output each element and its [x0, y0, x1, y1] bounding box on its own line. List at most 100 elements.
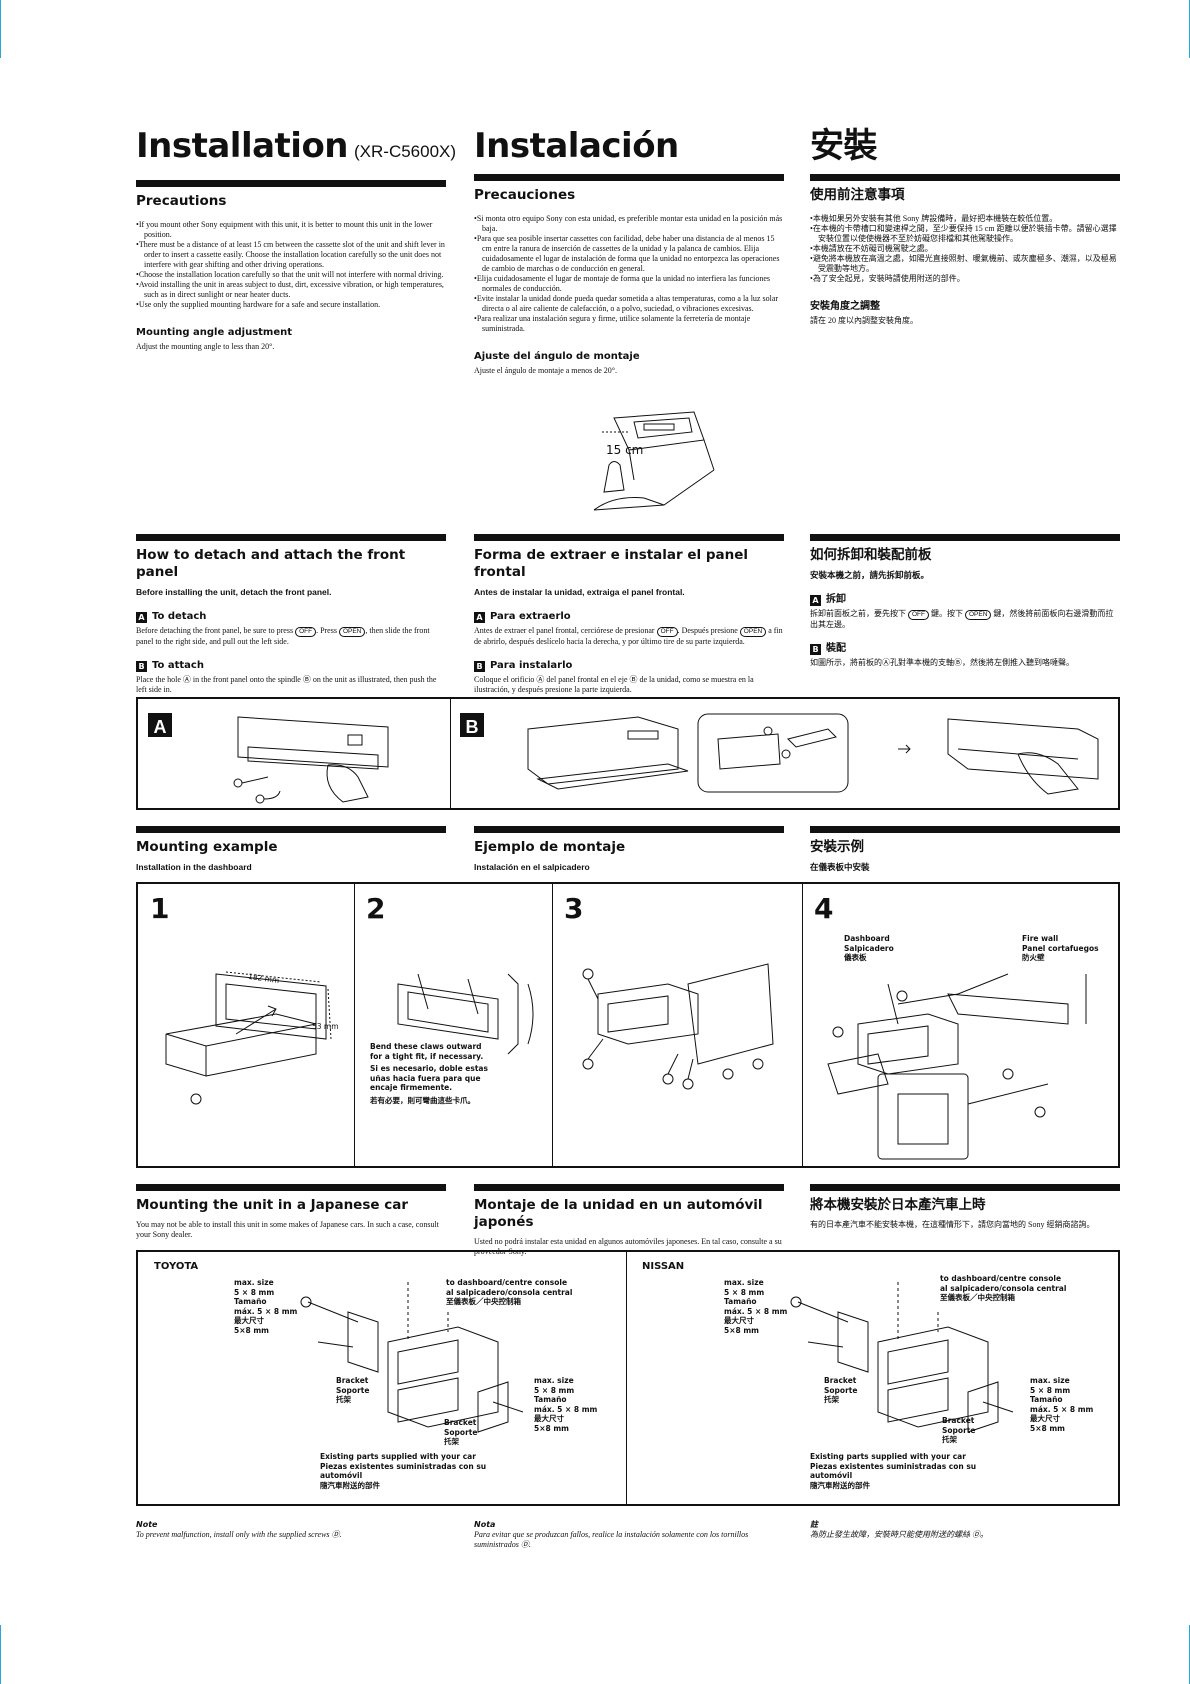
crop-mark	[0, 0, 1, 58]
list-item: 本機如果另外安裝有其他 Sony 牌設備時，最好把本機裝在較低位置。	[810, 214, 1120, 224]
dashboard-label: Dashboard Salpicadero 儀表板	[844, 934, 894, 962]
note-es: Nota Para evitar que se produzcan fallos…	[474, 1520, 784, 1550]
distance-label: 15 cm	[606, 443, 644, 457]
japanese-car-heading: Mounting the unit in a Japanese car	[136, 1197, 408, 1213]
step-number-1: 1	[150, 892, 170, 925]
bracket-label: Bracket Soporte 托架	[942, 1416, 976, 1444]
toyota-label: TOYOTA	[154, 1261, 199, 1272]
section-bar	[474, 174, 784, 181]
angle-text: Ajuste el ángulo de montaje a menos de 2…	[474, 366, 617, 375]
angle-heading: Mounting angle adjustment	[136, 327, 293, 338]
section-bar	[810, 174, 1120, 181]
shift-lever-illustration: 15 cm	[574, 410, 724, 520]
toyota-illustration	[300, 1282, 524, 1433]
step4-illustration	[827, 973, 1087, 1160]
max-size-label: max. size 5 × 8 mm Tamaño máx. 5 × 8 mm …	[1030, 1376, 1094, 1433]
step-label-b: B	[810, 644, 821, 655]
step1-illustration	[165, 971, 332, 1105]
front-panel-en-column: How to detach and attach the front panel…	[136, 541, 446, 695]
precautions-list: Si monta otro equipo Sony con esta unida…	[474, 214, 784, 334]
mounting-steps-figure: 1 2 3 4 182 mm 53 mm Bend these claws ou…	[136, 882, 1120, 1168]
figure-divider	[450, 699, 451, 808]
attach-text: Place the hole Ⓐ in the front panel onto…	[136, 675, 437, 694]
step-divider	[552, 884, 553, 1166]
japanese-car-es: Montaje de la unidad en un automóvil jap…	[474, 1191, 784, 1257]
section-bar	[810, 826, 1120, 833]
step-divider	[354, 884, 355, 1166]
angle-heading: 安裝角度之調整	[810, 301, 880, 312]
japanese-car-heading: Montaje de la unidad en un automóvil jap…	[474, 1197, 763, 1230]
section-bar	[136, 826, 446, 833]
mounting-example-heading: Ejemplo de montaje	[474, 839, 626, 855]
attach-text: 如圖所示，將前板的Ⓐ孔對準本機的支軸Ⓑ，然後將左側推入聽到咯噠聲。	[810, 658, 1074, 667]
list-item: Si monta otro equipo Sony con esta unida…	[474, 214, 784, 234]
bracket-label: Bracket Soporte 托架	[824, 1376, 858, 1404]
model-number: (XR-C5600X)	[354, 142, 457, 161]
japanese-car-en: Mounting the unit in a Japanese car You …	[136, 1191, 446, 1240]
step-number-3: 3	[564, 892, 584, 925]
bracket-label: Bracket Soporte 托架	[444, 1418, 478, 1446]
list-item: 在本機的卡帶槽口和變速桿之間，至少要保持 15 cm 距離以便於裝插卡帶。請留心…	[810, 224, 1120, 244]
list-item: Evite instalar la unidad donde pueda que…	[474, 294, 784, 314]
step-label-a: A	[810, 595, 821, 606]
precautions-heading: 使用前注意事項	[810, 187, 905, 203]
list-item: There must be a distance of at least 15 …	[136, 240, 446, 270]
precautions-zh-column: 安裝 使用前注意事項 本機如果另外安裝有其他 Sony 牌設備時，最好把本機裝在…	[810, 126, 1120, 326]
off-key: OFF	[656, 627, 678, 637]
claws-note: Bend these claws outward for a tight fit…	[370, 1042, 488, 1105]
figure-label-a: A	[148, 713, 172, 737]
step-number-4: 4	[814, 892, 834, 925]
mounting-example-heading: 安裝示例	[810, 839, 864, 855]
detach-text: Antes de extraer el panel frontal, cerci…	[474, 626, 783, 646]
japanese-car-figure: TOYOTA max. size 5 × 8 mm Tamaño máx. 5 …	[136, 1250, 1120, 1506]
precautions-en-column: Installation(XR-C5600X) Precautions If y…	[136, 126, 456, 352]
precautions-heading: Precautions	[136, 193, 227, 209]
section-bar	[810, 534, 1120, 541]
console-label: to dashboard/centre console al salpicade…	[940, 1274, 1067, 1302]
note-label: Note	[136, 1520, 158, 1529]
list-item: Para que sea posible insertar cassettes …	[474, 234, 784, 274]
mounting-example-lead: Instalación en el salpicadero	[474, 862, 590, 872]
list-item: Choose the installation location careful…	[136, 270, 446, 280]
nissan-illustration	[790, 1282, 1014, 1433]
max-size-label: max. size 5 × 8 mm Tamaño máx. 5 × 8 mm …	[234, 1278, 298, 1335]
bracket-label: Bracket Soporte 托架	[336, 1376, 370, 1404]
existing-parts-label: Existing parts supplied with your car Pi…	[320, 1452, 487, 1490]
mounting-example-en: Mounting example Installation in the das…	[136, 833, 446, 873]
maker-divider	[626, 1252, 627, 1504]
precautions-heading: Precauciones	[474, 187, 576, 203]
open-key: OPEN	[338, 627, 366, 637]
front-panel-lead: Antes de instalar la unidad, extraiga el…	[474, 587, 685, 597]
step2-illustration	[397, 973, 534, 1055]
note-text: 為防止發生故障，安裝時只能使用附送的螺絲 Ⓓ。	[810, 1530, 988, 1539]
front-panel-figure: A B	[136, 697, 1120, 810]
japanese-car-zh: 將本機安裝於日本產汽車上時 有的日本產汽車不能安裝本機，在這種情形下，請您向當地…	[810, 1191, 1120, 1230]
precautions-list: If you mount other Sony equipment with t…	[136, 220, 446, 310]
japanese-car-text: 有的日本產汽車不能安裝本機，在這種情形下，請您向當地的 Sony 經銷商諮詢。	[810, 1220, 1095, 1229]
section-bar	[136, 180, 446, 187]
nissan-label: NISSAN	[642, 1261, 685, 1272]
front-panel-lead: 安裝本機之前，請先拆卸前板。	[810, 570, 930, 580]
section-bar	[474, 1184, 784, 1191]
japanese-car-heading: 將本機安裝於日本產汽車上時	[810, 1197, 986, 1213]
section-bar	[474, 534, 784, 541]
max-size-label: max. size 5 × 8 mm Tamaño máx. 5 × 8 mm …	[724, 1278, 788, 1335]
existing-parts-label: Existing parts supplied with your car Pi…	[810, 1452, 977, 1490]
list-item: Para realizar una instalación segura y f…	[474, 314, 784, 334]
list-item: 本機請放在不妨礙司機駕駛之處。	[810, 244, 1120, 254]
front-panel-heading: How to detach and attach the front panel	[136, 547, 406, 580]
angle-heading: Ajuste del ángulo de montaje	[474, 351, 640, 362]
list-item: Avoid installing the unit in areas subje…	[136, 280, 446, 300]
step-label-b: B	[474, 661, 485, 672]
section-bar	[474, 826, 784, 833]
section-bar	[136, 534, 446, 541]
crop-mark	[0, 1625, 1, 1684]
list-item: If you mount other Sony equipment with t…	[136, 220, 446, 240]
figure-label-b: B	[460, 713, 484, 737]
front-panel-heading: Forma de extraer e instalar el panel fro…	[474, 547, 749, 580]
